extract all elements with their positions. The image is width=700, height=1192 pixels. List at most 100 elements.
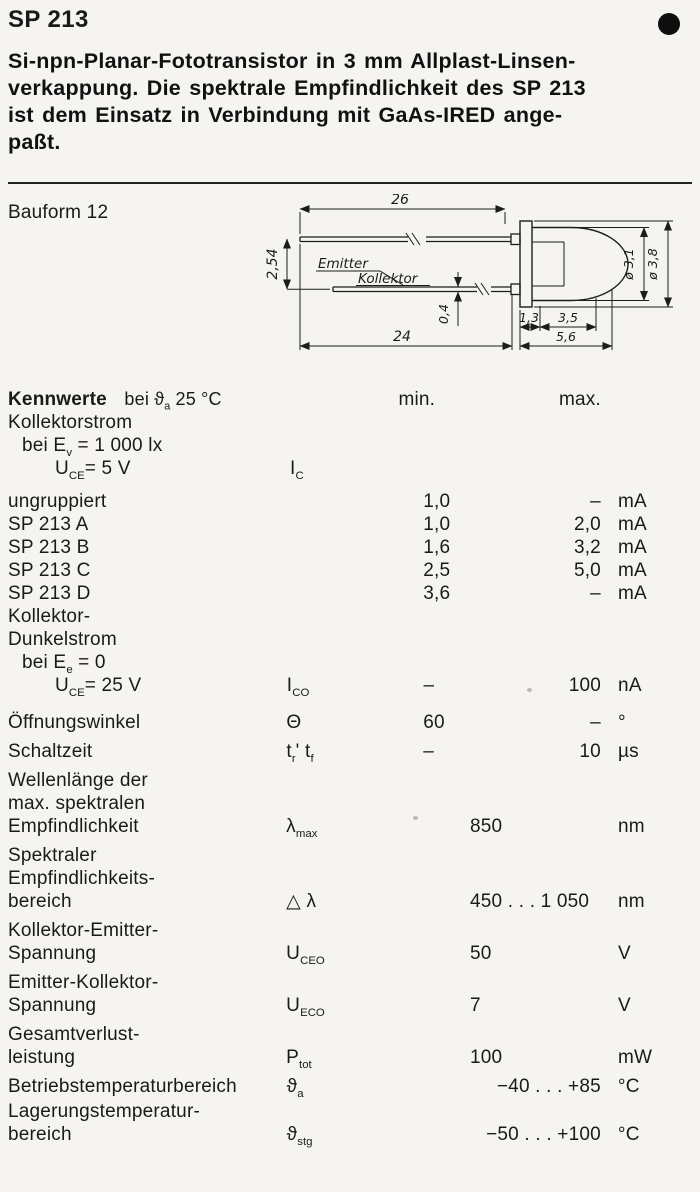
corner-dot-icon <box>658 13 680 35</box>
dim-2-54: 2,54 <box>265 238 330 290</box>
row-lagerungstemperatur: Lagerungstemperatur- bereich ϑstg −50 . … <box>8 1100 692 1148</box>
package-drawing-section: Bauform 12 <box>8 194 692 384</box>
column-header-min: min. <box>398 389 436 410</box>
dim-0-4: 0,4 <box>436 272 462 326</box>
dim-1-3: 1,3 <box>519 306 541 350</box>
row-sp213b: SP 213 B 1,6 3,2 mA <box>8 536 692 559</box>
description-line: ist dem Einsatz in Verbindung mit GaAs-I… <box>8 103 563 127</box>
dim-dia-3-8: ø 3,8 <box>534 220 673 308</box>
row-label: Betriebstemperaturbereich <box>8 1076 237 1097</box>
row-oeffnungswinkel: Öffnungswinkel Θ 60 – ° <box>8 711 692 734</box>
row-min: – <box>423 741 435 762</box>
row-unit: V <box>618 943 631 964</box>
row-max: 5,0 <box>573 560 601 581</box>
row-unit: V <box>618 995 631 1016</box>
label-line: bereich <box>8 1124 72 1145</box>
row-ungruppiert: ungruppiert 1,0 – mA <box>8 490 692 513</box>
row-max: – <box>590 491 601 512</box>
label-line: Kollektor- <box>8 606 91 627</box>
dia-3-1-text: ø 3,1 <box>621 248 636 281</box>
row-unit: mW <box>618 1047 653 1068</box>
row-symbol: ϑstg <box>286 1124 313 1148</box>
row-spektralbereich: Spektraler Empfindlichkeits- bereich △ λ… <box>8 844 692 913</box>
description-line: verkappung. Die spektrale Empfindlichkei… <box>8 76 586 100</box>
row-unit: mA <box>617 514 647 535</box>
row-label: Wellenlänge der max. spektralen Empfindl… <box>8 769 286 838</box>
row-condition-ee: bei Ee = 0 <box>8 651 692 675</box>
label-line: Lagerungstemperatur- <box>8 1101 200 1122</box>
table-condition: bei ϑa 25 °C <box>124 389 222 413</box>
row-value: −40 . . . +85 <box>496 1076 601 1097</box>
emitter-label: Emitter <box>316 256 404 286</box>
row-sp213c: SP 213 C 2,5 5,0 mA <box>8 559 692 582</box>
row-label: Kollektor- Dunkelstrom <box>8 605 290 651</box>
row-value: 850 <box>470 816 503 837</box>
emitter-text: Emitter <box>318 256 369 272</box>
row-sp213a: SP 213 A 1,0 2,0 mA <box>8 513 692 536</box>
dia-3-8-text: ø 3,8 <box>645 248 660 281</box>
label-line: Spannung <box>8 943 97 964</box>
row-symbol: Ptot <box>286 1047 312 1071</box>
row-min: 1,0 <box>423 514 451 535</box>
row-symbol: ϑa <box>286 1076 304 1100</box>
row-label: bei Ev = 1 000 lx <box>22 435 163 459</box>
row-label: ungruppiert <box>8 491 107 512</box>
dimension-drawing: 26 2,54 Emitter Kollektor 0,4 <box>265 194 673 350</box>
row-symbol: UECO <box>286 995 325 1019</box>
row-dunkelstrom: Kollektor- Dunkelstrom <box>8 605 692 651</box>
row-label: UCE= 25 V <box>55 675 142 699</box>
row-min: 1,6 <box>423 537 451 558</box>
row-value: −50 . . . +100 <box>486 1124 601 1145</box>
row-label: Spektraler Empfindlichkeits- bereich <box>8 844 286 913</box>
label-line: max. spektralen <box>8 793 146 814</box>
description-line: Si-npn-Planar-Fototransistor in 3 mm All… <box>8 49 576 73</box>
row-max: 3,2 <box>573 537 601 558</box>
row-symbol: UCEO <box>286 943 325 967</box>
row-max: 10 <box>579 741 601 762</box>
table-title-group: Kennwerte bei ϑa 25 °C <box>8 388 287 413</box>
dim-3-5-text: 3,5 <box>558 310 578 325</box>
label-line: Wellenlänge der <box>8 770 148 791</box>
row-betriebstemperatur: Betriebstemperaturbereich ϑa −40 . . . +… <box>8 1075 692 1100</box>
row-unit: ° <box>617 712 626 733</box>
row-symbol: IC <box>290 458 304 482</box>
label-line: Empfindlichkeit <box>8 816 139 837</box>
table-title: Kennwerte <box>8 389 107 410</box>
dim-dia-3-1: ø 3,1 <box>576 227 649 301</box>
row-wellenlaenge: Wellenlänge der max. spektralen Empfindl… <box>8 769 692 839</box>
label-line: Emitter-Kollektor- <box>8 972 159 993</box>
kollektor-label: Kollektor <box>356 271 430 287</box>
label-line: Kollektor-Emitter- <box>8 920 159 941</box>
label-line: Dunkelstrom <box>8 629 117 650</box>
row-label: UCE= 5 V <box>55 458 131 482</box>
row-ptot: Gesamtverlust- leistung Ptot 100 mW <box>8 1023 692 1071</box>
row-uceo: Kollektor-Emitter- Spannung UCEO 50 V <box>8 919 692 967</box>
row-label: Kollektorstrom <box>8 412 133 433</box>
row-symbol: ICO <box>286 675 310 699</box>
row-value: 100 <box>470 1047 503 1068</box>
row-unit: nm <box>618 816 645 837</box>
row-unit: nm <box>618 891 645 912</box>
table-header: Kennwerte bei ϑa 25 °C min. max. <box>8 388 692 413</box>
label-line: leistung <box>8 1047 76 1068</box>
row-label: SP 213 B <box>8 537 90 558</box>
dim-0-4-text: 0,4 <box>436 304 451 324</box>
part-number-title: SP 213 <box>8 6 89 33</box>
kollektor-text: Kollektor <box>358 271 419 287</box>
package-outline <box>519 220 629 308</box>
row-min: 60 <box>423 712 445 733</box>
dim-1-3-text: 1,3 <box>519 310 539 325</box>
row-min: 1,0 <box>423 491 451 512</box>
label-line: Empfindlichkeits- <box>8 868 156 889</box>
description-line: paßt. <box>8 130 61 154</box>
dim-26: 26 <box>299 194 506 234</box>
dim-24: 24 <box>299 244 513 350</box>
row-schaltzeit: Schaltzeit tr' tf – 10 µs <box>8 740 692 764</box>
row-symbol: △ λ <box>286 891 317 912</box>
row-unit: mA <box>617 537 647 558</box>
row-min: – <box>423 675 435 696</box>
label-line: bereich <box>8 891 72 912</box>
dim-24-text: 24 <box>393 329 411 345</box>
row-value: 450 . . . 1 050 <box>470 891 590 912</box>
dim-5-6-text: 5,6 <box>556 329 576 344</box>
